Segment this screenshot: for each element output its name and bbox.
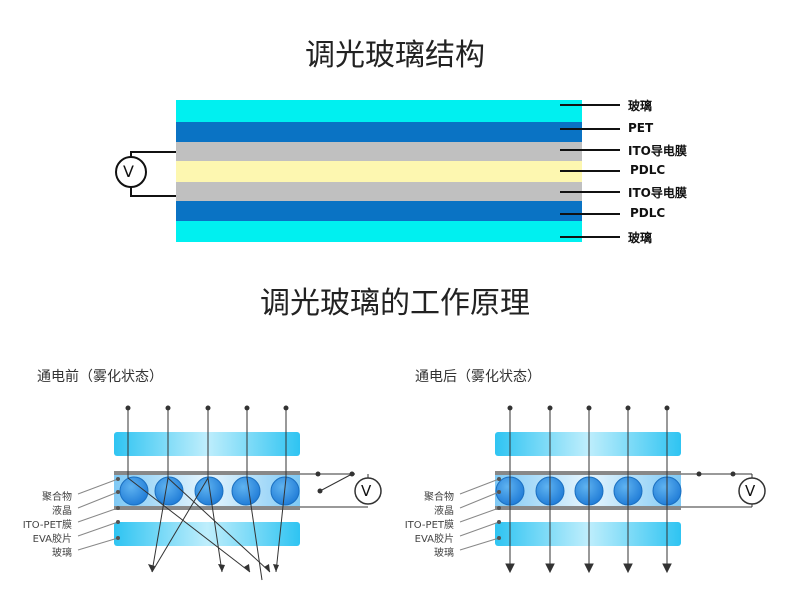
voltmeter-label: V xyxy=(745,482,756,500)
off-state-title: 通电前（雾化状态） xyxy=(37,369,163,385)
lc-droplet xyxy=(194,476,224,506)
ray-arrows xyxy=(148,564,279,572)
pointer-line xyxy=(560,149,620,151)
label-pointers xyxy=(459,478,500,551)
label-glass-top: 玻璃 xyxy=(628,99,653,113)
layer-pet-top xyxy=(176,122,582,142)
layer-ito-top xyxy=(176,142,582,161)
open-switch-circuit xyxy=(300,473,369,508)
label-glass: 玻璃 xyxy=(434,548,454,559)
label-liquid-crystal: 液晶 xyxy=(434,506,454,517)
bottom-electrode xyxy=(495,506,681,510)
top-electrode xyxy=(495,471,681,475)
bottom-electrode xyxy=(114,506,300,510)
structure-title: 调光玻璃结构 xyxy=(305,38,485,73)
label-liquid-crystal: 液晶 xyxy=(52,506,72,517)
label-eva: EVA胶片 xyxy=(32,534,72,545)
top-glass-panel xyxy=(495,432,681,456)
straight-rays xyxy=(505,405,672,574)
label-ito-pet: ITO-PET膜 xyxy=(404,520,454,531)
layer-pdlc xyxy=(176,161,582,182)
top-electrode xyxy=(114,471,300,475)
on-state-title: 通电后（雾化状态） xyxy=(415,369,541,385)
pointer-line xyxy=(560,236,620,238)
principle-title: 调光玻璃的工作原理 xyxy=(260,286,530,321)
label-ito-pet: ITO-PET膜 xyxy=(22,520,72,531)
label-pet: PET xyxy=(628,121,654,135)
voltmeter-icon xyxy=(738,477,766,505)
bottom-glass-panel xyxy=(495,522,681,546)
label-eva: EVA胶片 xyxy=(414,534,454,545)
label-glass: 玻璃 xyxy=(52,548,72,559)
voltmeter-label: V xyxy=(361,482,372,500)
lc-droplet xyxy=(154,476,184,506)
layer-glass-top xyxy=(176,100,582,122)
top-glass-panel xyxy=(114,432,300,456)
layer-glass-bottom xyxy=(176,221,582,242)
pointer-line xyxy=(560,213,620,215)
label-polymer: 聚合物 xyxy=(42,492,72,503)
pointer-line xyxy=(560,128,620,130)
label-ito-bottom: ITO导电膜 xyxy=(628,186,687,200)
label-pdlc-2: PDLC xyxy=(630,206,666,220)
pointer-line xyxy=(560,191,620,193)
label-ito-top: ITO导电膜 xyxy=(628,144,687,158)
voltmeter-icon xyxy=(115,156,147,188)
lc-droplet xyxy=(119,476,149,506)
incoming-rays xyxy=(125,405,289,478)
label-polymer: 聚合物 xyxy=(424,492,454,503)
lc-droplet xyxy=(231,476,261,506)
scattered-rays xyxy=(127,477,287,581)
voltmeter-label: V xyxy=(123,162,134,181)
label-glass-bottom: 玻璃 xyxy=(628,231,653,245)
bottom-glass-panel xyxy=(114,522,300,546)
label-pointers xyxy=(77,478,119,551)
layer-ito-bottom xyxy=(176,182,582,201)
pointer-line xyxy=(560,104,620,106)
layer-pet-bottom xyxy=(176,201,582,221)
pointer-line xyxy=(560,170,620,172)
voltmeter-icon xyxy=(354,477,382,505)
label-pdlc: PDLC xyxy=(630,163,666,177)
